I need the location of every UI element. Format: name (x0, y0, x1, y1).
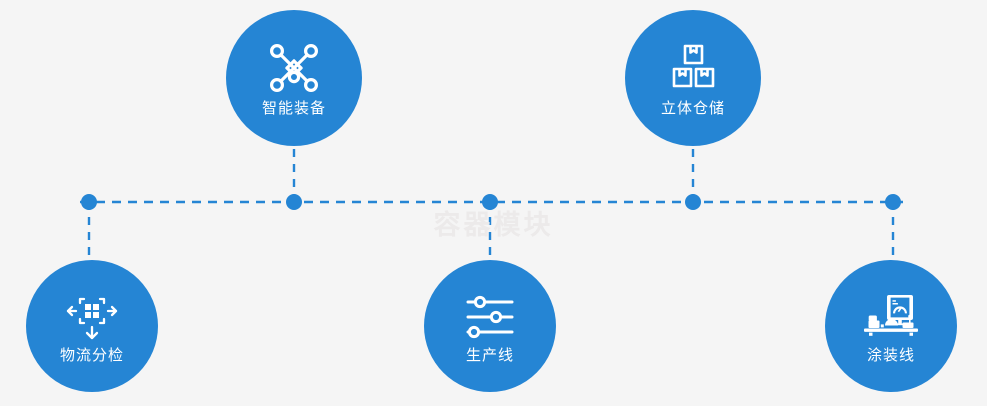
node-intelligent-equipment[interactable]: 智能装备 (226, 10, 362, 146)
factory-monitor-icon (861, 290, 921, 344)
node-painting-line[interactable]: 涂装线 (825, 260, 957, 392)
watermark-text: 容器模块 (433, 210, 554, 240)
node-production-line[interactable]: 生产线 (424, 260, 556, 392)
node-label-painting-line: 涂装线 (866, 346, 915, 364)
node-label-intelligent-equipment: 智能装备 (261, 99, 326, 117)
node-label-production-line: 生产线 (465, 346, 514, 364)
sliders-icon (460, 290, 520, 344)
stacked-boxes-icon (663, 41, 723, 95)
junction-dot-production-line[interactable] (482, 194, 498, 210)
network-nodes-icon (264, 41, 324, 95)
node-logistics-sorting[interactable]: 物流分检 (26, 260, 158, 392)
node-label-stereoscopic-warehouse: 立体仓储 (660, 99, 725, 117)
junction-dot-intelligent-equipment[interactable] (286, 194, 302, 210)
junction-dot-stereoscopic-warehouse[interactable] (685, 194, 701, 210)
junction-dot-painting-line[interactable] (885, 194, 901, 210)
node-label-logistics-sorting: 物流分检 (59, 346, 124, 364)
node-stereoscopic-warehouse[interactable]: 立体仓储 (625, 10, 761, 146)
sorting-arrows-icon (62, 290, 122, 344)
junction-dot-logistics-sorting[interactable] (81, 194, 97, 210)
